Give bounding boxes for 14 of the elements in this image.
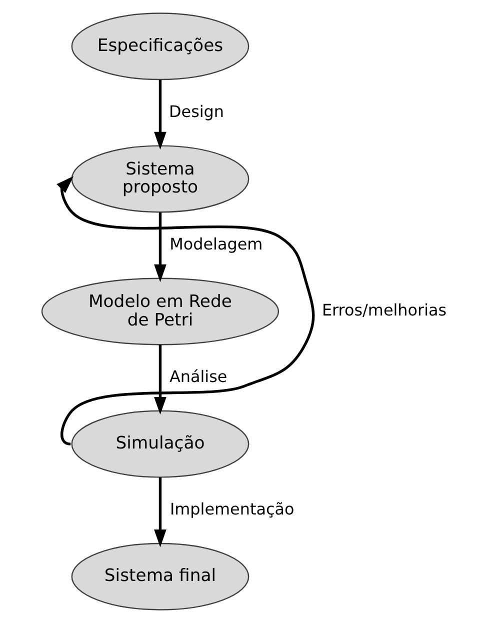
node-ellipse: Especificações	[71, 12, 250, 80]
node-ellipse: Sistema proposto	[71, 145, 250, 213]
edge-label: Erros/melhorias	[322, 300, 447, 320]
arrow	[154, 80, 166, 150]
arrow	[154, 344, 166, 415]
edge-label: Design	[168, 102, 224, 121]
edge-label: Modelagem	[170, 234, 263, 254]
arrow	[154, 212, 166, 282]
edge-label: Análise	[169, 366, 228, 386]
node-ellipse: Modelo em Rede de Petri	[41, 278, 280, 346]
edge-label: Implementação	[170, 499, 294, 518]
node-ellipse: Simulação	[71, 410, 250, 478]
node-ellipse: Sistema final	[71, 542, 250, 610]
arrow	[154, 477, 166, 548]
